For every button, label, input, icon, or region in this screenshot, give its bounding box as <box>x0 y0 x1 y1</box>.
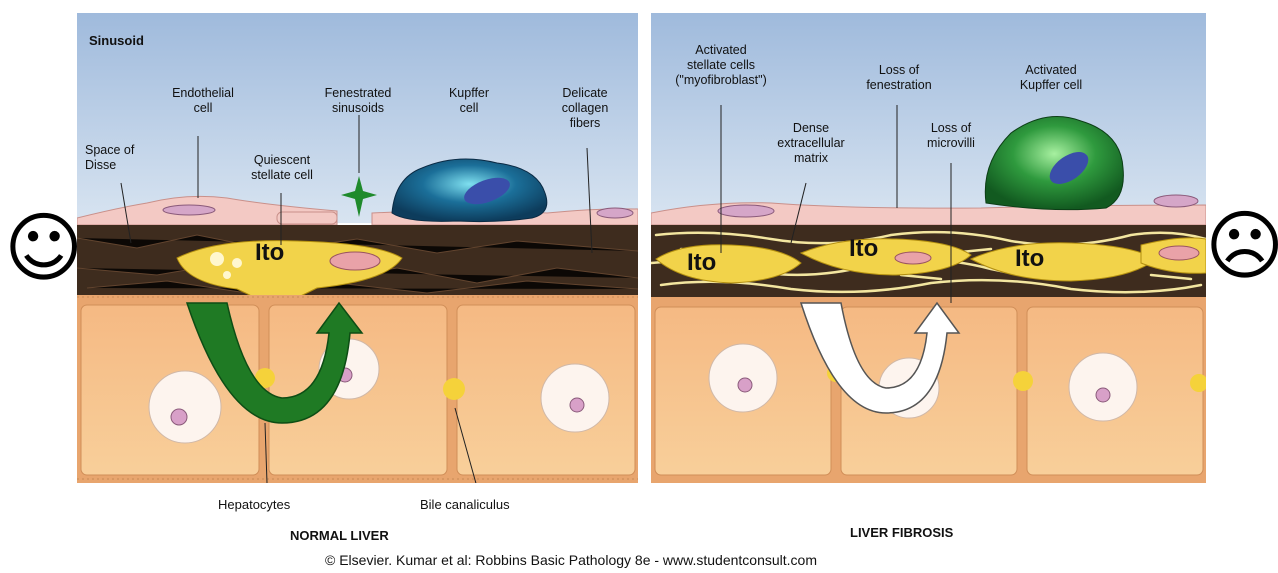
endothelial-cell-label: Endothelial cell <box>153 86 253 116</box>
hepatocytes-label: Hepatocytes <box>218 497 290 512</box>
frowny-face-icon: ☹ <box>1205 208 1278 284</box>
ito-label-3: Ito <box>1015 245 1044 273</box>
activated-kupffer-cell-label: Activated Kupffer cell <box>996 63 1106 93</box>
dense-extracellular-matrix-label: Dense extracellular matrix <box>761 121 861 166</box>
activated-stellate-cells-label: Activated stellate cells ("myofibroblast… <box>651 43 791 88</box>
liver-fibrosis-caption: LIVER FIBROSIS <box>850 525 953 540</box>
loss-of-fenestration-label: Loss of fenestration <box>849 63 949 93</box>
normal-liver-illustration <box>77 13 638 483</box>
sinusoid-title: Sinusoid <box>89 33 144 48</box>
kupffer-cell-label: Kupffer cell <box>429 86 509 116</box>
normal-liver-caption: NORMAL LIVER <box>290 528 389 543</box>
copyright-credit: © Elsevier. Kumar et al: Robbins Basic P… <box>325 552 817 568</box>
quiescent-stellate-cell-label: Quiescent stellate cell <box>227 153 337 183</box>
smiley-face-icon: ☺ <box>4 210 83 286</box>
space-of-disse-label: Space of Disse <box>85 143 134 173</box>
normal-liver-panel: Sinusoid Endothelial cell Fenestrated si… <box>77 13 638 483</box>
liver-fibrosis-panel: Activated stellate cells ("myofibroblast… <box>651 13 1206 483</box>
fenestrated-sinusoids-label: Fenestrated sinusoids <box>303 86 413 116</box>
ito-label-1: Ito <box>687 249 716 277</box>
ito-label-2: Ito <box>849 235 878 263</box>
bile-canaliculus-label: Bile canaliculus <box>420 497 510 512</box>
loss-of-microvilli-label: Loss of microvilli <box>901 121 1001 151</box>
delicate-collagen-fibers-label: Delicate collagen fibers <box>535 86 635 131</box>
ito-label: Ito <box>255 239 284 267</box>
